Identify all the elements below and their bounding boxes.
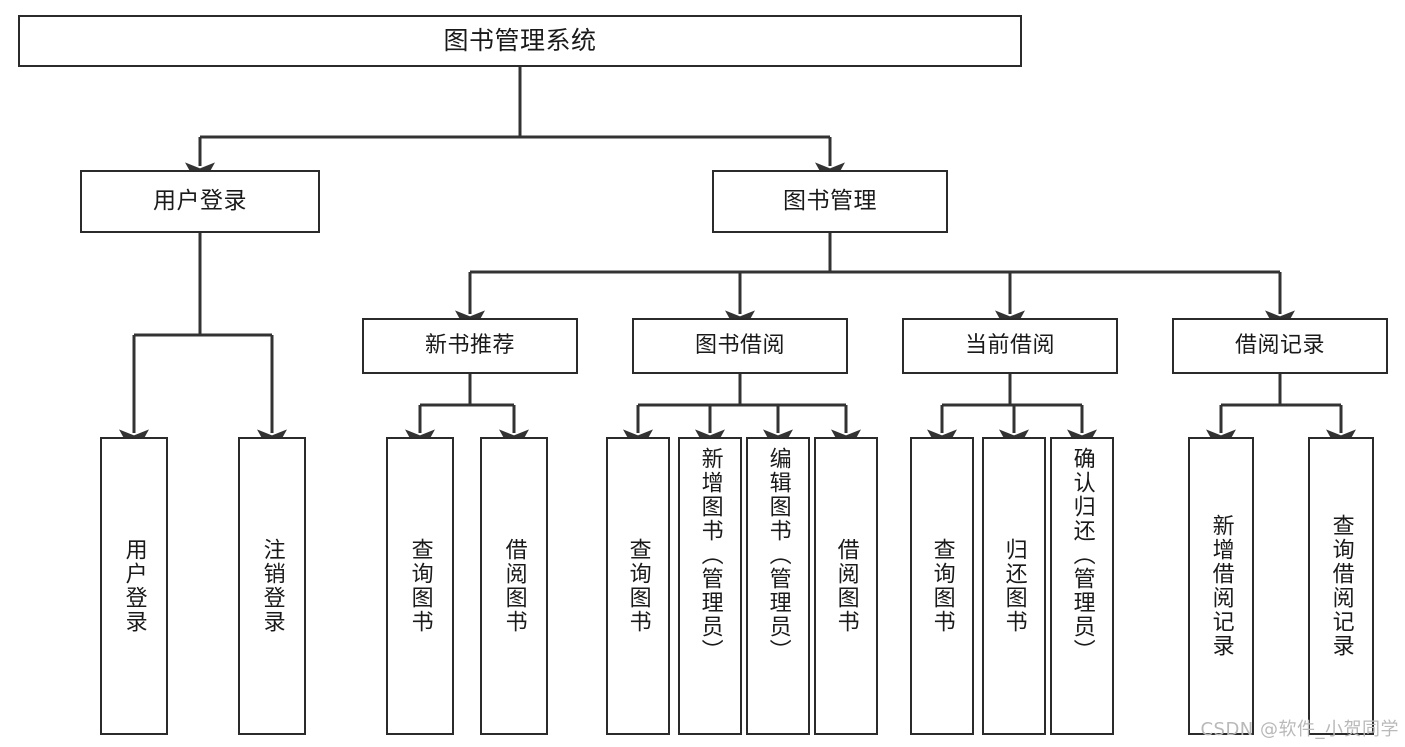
node-user-login[interactable]: 用户登录: [80, 170, 320, 233]
node-root-label: 图书管理系统: [443, 26, 597, 56]
leaf-query-book-cb-label: 查询图书: [929, 538, 955, 634]
node-user-login-label: 用户登录: [153, 187, 247, 214]
csdn-watermark: CSDN @软件_小贺同学: [1200, 719, 1399, 740]
leaf-logout-label: 注销登录: [259, 538, 285, 634]
node-book-management-label: 图书管理: [783, 187, 877, 214]
node-new-book-recommend-label: 新书推荐: [424, 332, 515, 358]
leaf-confirm-return-admin-label: 确认归还（管理员）: [1069, 447, 1095, 663]
leaf-borrow-book-bb[interactable]: 借阅图书: [814, 437, 878, 735]
current-borrow-connectors: [927, 374, 1097, 457]
leaf-confirm-return-admin[interactable]: 确认归还（管理员）: [1050, 437, 1114, 735]
leaf-query-borrow-record[interactable]: 查询借阅记录: [1308, 437, 1374, 735]
node-borrow-record[interactable]: 借阅记录: [1172, 318, 1388, 374]
node-borrow-record-label: 借阅记录: [1234, 332, 1325, 358]
leaf-add-book-admin-label: 新增图书（管理员）: [697, 447, 723, 663]
leaf-add-book-admin[interactable]: 新增图书（管理员）: [678, 437, 742, 735]
node-current-borrow[interactable]: 当前借阅: [902, 318, 1118, 374]
leaf-borrow-book-nbr[interactable]: 借阅图书: [480, 437, 548, 735]
leaf-query-book-nbr-label: 查询图书: [407, 538, 433, 634]
node-current-borrow-label: 当前借阅: [964, 332, 1055, 358]
leaf-add-borrow-record-label: 新增借阅记录: [1208, 514, 1234, 658]
book-mgmt-connectors: [455, 233, 1295, 338]
leaf-return-book-label: 归还图书: [1001, 538, 1027, 634]
node-book-management[interactable]: 图书管理: [712, 170, 948, 233]
node-book-borrow-label: 图书借阅: [694, 332, 785, 358]
leaf-borrow-book-nbr-label: 借阅图书: [501, 538, 527, 634]
leaf-return-book[interactable]: 归还图书: [982, 437, 1046, 735]
leaf-query-book-cb[interactable]: 查询图书: [910, 437, 974, 735]
leaf-edit-book-admin-label: 编辑图书（管理员）: [765, 447, 791, 663]
node-book-borrow[interactable]: 图书借阅: [632, 318, 848, 374]
leaf-user-login-label: 用户登录: [121, 538, 147, 634]
leaf-query-book-bb-label: 查询图书: [625, 538, 651, 634]
root-connectors: [185, 67, 845, 190]
user-login-connectors: [119, 233, 287, 457]
leaf-query-book-nbr[interactable]: 查询图书: [386, 437, 454, 735]
leaf-logout[interactable]: 注销登录: [238, 437, 306, 735]
leaf-user-login[interactable]: 用户登录: [100, 437, 168, 735]
leaf-query-borrow-record-label: 查询借阅记录: [1328, 514, 1354, 658]
book-borrow-connectors: [623, 374, 861, 457]
node-new-book-recommend[interactable]: 新书推荐: [362, 318, 578, 374]
leaf-add-borrow-record[interactable]: 新增借阅记录: [1188, 437, 1254, 735]
leaf-borrow-book-bb-label: 借阅图书: [833, 538, 859, 634]
leaf-query-book-bb[interactable]: 查询图书: [606, 437, 670, 735]
node-root-system[interactable]: 图书管理系统: [18, 15, 1022, 67]
new-book-rec-connectors: [405, 374, 529, 457]
borrow-record-connectors: [1206, 374, 1356, 457]
leaf-edit-book-admin[interactable]: 编辑图书（管理员）: [746, 437, 810, 735]
